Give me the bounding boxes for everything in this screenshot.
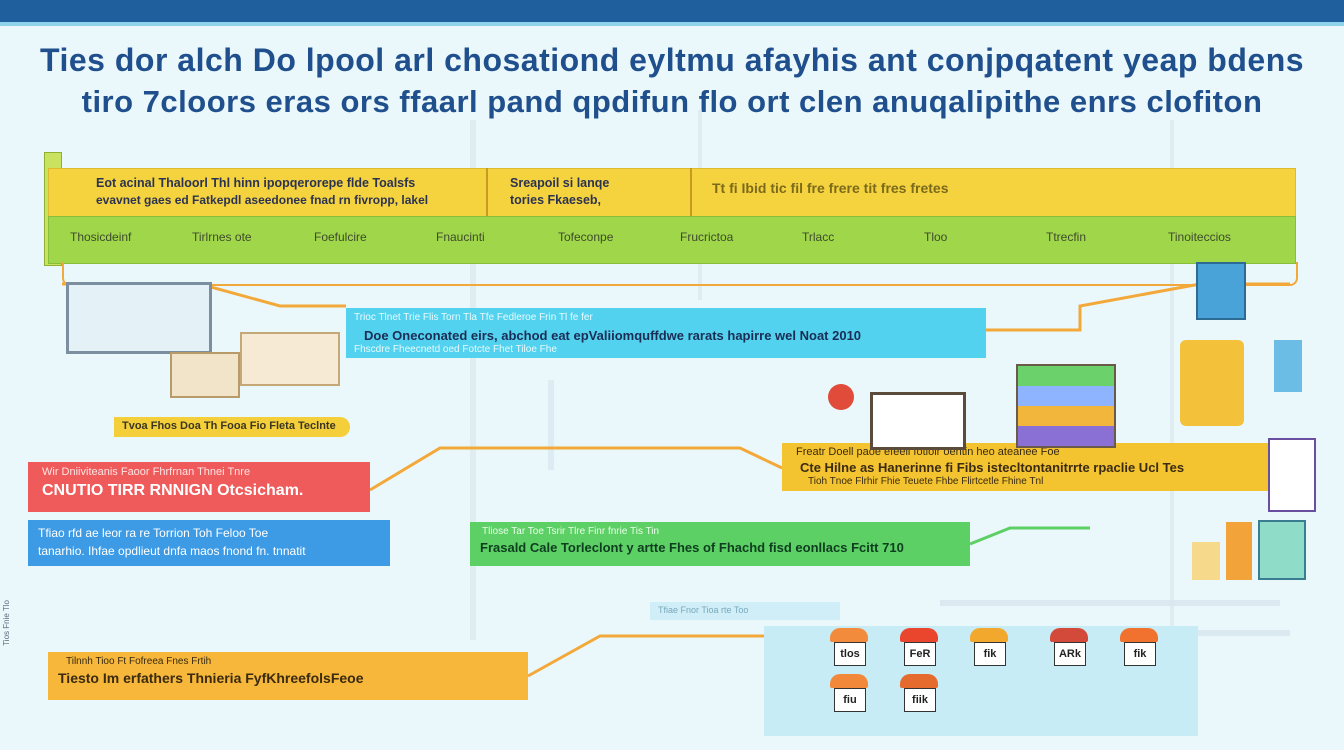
callout-amber-small: Freatr Doell paoe efeeil fotiolr oentin … — [796, 446, 1060, 458]
green-band-label: Foefulcire — [314, 230, 367, 244]
theater-mask-icon: fik — [1116, 628, 1162, 672]
header-bar-accent — [0, 22, 1344, 26]
window-frame-illustration — [66, 282, 212, 354]
green-band-label: Fnaucinti — [436, 230, 485, 244]
page-title-line-1: Ties dor alch Do lpool arl chosationd ey… — [40, 42, 1305, 78]
callout-orange-small: Tilnnh Tioo Ft Fofreea Fnes Frtih — [66, 656, 212, 667]
background-shelf — [940, 600, 1280, 606]
callout-red: Wir Dniiviteanis Faoor Fhrfrnan Thnei Tn… — [28, 462, 370, 512]
side-caption: Tios Fnie Tlo — [2, 600, 11, 646]
band-segment-1-line-2: evavnet gaes ed Fatkepdl aseedonee fnad … — [96, 193, 429, 207]
icon-panel-header: Tfiae Fnor Tioa rte Too — [650, 602, 840, 620]
icon-panel-header-text: Tfiae Fnor Tioa rte Too — [658, 605, 749, 615]
green-band-label: Tirlrnes ote — [192, 230, 252, 244]
shield-poster-illustration — [1180, 340, 1244, 426]
band-segment-2-line-1: Sreapoil si lanqe — [510, 176, 610, 190]
band-divider — [690, 168, 692, 216]
theater-mask-icon: tlos — [826, 628, 872, 672]
background-post — [1170, 120, 1174, 640]
icon-label: tlos — [834, 642, 866, 666]
background-post — [470, 120, 476, 640]
callout-amber-main: Cte Hilne as Hanerinne fi Fibs isteclton… — [800, 460, 1185, 475]
callout-blue-line-2: tanarhio. Ihfae opdlieut dnfa maos fnond… — [38, 544, 306, 558]
green-band-label: Thosicdeinf — [70, 230, 132, 244]
theater-mask-icon: fik — [966, 628, 1012, 672]
icon-cap — [900, 674, 938, 688]
icon-cap — [970, 628, 1008, 642]
band-segment-2-line-2: tories Fkaeseb, — [510, 193, 602, 207]
icon-panel: tlos FeR fik ARk fik fiu fiik — [764, 626, 1198, 736]
connector-line — [527, 634, 764, 678]
icon-cap — [830, 674, 868, 688]
green-band-label: Frucrictoa — [680, 230, 734, 244]
callout-yellow-small-text: Tvoa Fhos Doa Th Fooa Fio Fleta Teclnte — [122, 420, 336, 432]
poster-illustration — [1196, 262, 1246, 320]
green-band-label: Tofeconpe — [558, 230, 614, 244]
theater-mask-icon: FeR — [896, 628, 942, 672]
callout-cyan-small: Trioc Tlnet Trie Flis Torn Tla Tfe Fedle… — [354, 312, 593, 323]
header-bar — [0, 0, 1344, 22]
callout-amber-right: Freatr Doell paoe efeeil fotiolr oentin … — [782, 443, 1270, 491]
icon-label: fiik — [904, 688, 936, 712]
callout-green-small: Tliose Tar Toe Tsrir Tlre Finr fnrie Tis… — [482, 526, 660, 537]
connector-line — [969, 526, 1090, 546]
icon-label: FeR — [904, 642, 936, 666]
icon-cap — [830, 628, 868, 642]
callout-blue: Tfiao rfd ae leor ra re Torrion Toh Felo… — [28, 520, 390, 566]
icon-cap — [1050, 628, 1088, 642]
green-band-label: Tinoiteccios — [1168, 230, 1231, 244]
callout-amber-sub: Tioh Tnoe Flrhir Fhie Teuete Fhbe Flirtc… — [808, 476, 1044, 487]
band-segment-3-line-1: Tt fi Ibid tic fil fre frere tit fres fr… — [712, 180, 949, 196]
tablet-illustration — [1258, 520, 1306, 580]
icon-cap — [1120, 628, 1158, 642]
band-segment-1-line-1: Eot acinal Thaloorl Thl hinn ipopqerorep… — [96, 176, 416, 190]
bookcase-illustration — [1016, 364, 1116, 448]
callout-yellow-small: Tvoa Fhos Doa Th Fooa Fio Fleta Teclnte — [114, 417, 350, 437]
icon-label: fik — [974, 642, 1006, 666]
callout-orange: Tilnnh Tioo Ft Fofreea Fnes Frtih Tiesto… — [48, 652, 528, 700]
callout-cyan-sub: Fhscdre Fheecnetd oed Fotcte Fhet Tiloe … — [354, 344, 557, 355]
theater-mask-icon: fiu — [826, 674, 872, 718]
callout-cyan: Trioc Tlnet Trie Flis Torn Tla Tfe Fedle… — [346, 308, 986, 358]
callout-red-main: CNUTIO TIRR RNNIGN Otcsicham. — [42, 482, 304, 499]
book-stack-illustration — [1226, 522, 1252, 580]
theater-mask-icon: fiik — [896, 674, 942, 718]
callout-red-small: Wir Dniiviteanis Faoor Fhrfrnan Thnei Tn… — [42, 466, 251, 478]
green-band-label: Ttrecfin — [1046, 230, 1087, 244]
callout-green-main: Frasald Cale Torleclont y artte Fhes of … — [480, 540, 904, 555]
red-ball-illustration — [828, 384, 854, 410]
top-band-yellow — [48, 168, 1296, 218]
green-band-label: Tloo — [924, 230, 948, 244]
paper-stack-illustration — [1192, 542, 1220, 580]
band-underline — [62, 262, 1298, 286]
cabinet-illustration — [240, 332, 340, 386]
green-band-label: Trlacc — [802, 230, 835, 244]
picture-frame-illustration — [870, 392, 966, 450]
callout-green: Tliose Tar Toe Tsrir Tlre Finr fnrie Tis… — [470, 522, 970, 566]
callout-blue-line-1: Tfiao rfd ae leor ra re Torrion Toh Felo… — [38, 526, 269, 540]
callout-cyan-main: Doe Oneconated eirs, abchod eat epValiio… — [364, 328, 862, 343]
icon-label: fiu — [834, 688, 866, 712]
background-post — [548, 380, 554, 470]
photo-card-illustration — [1274, 340, 1302, 392]
theater-mask-icon: ARk — [1046, 628, 1092, 672]
page-title-line-2: tiro 7cloors eras ors ffaarl pand qpdifu… — [81, 84, 1263, 119]
icon-label: fik — [1124, 642, 1156, 666]
top-band-green — [48, 216, 1296, 264]
band-divider — [486, 168, 488, 216]
bookshelf-illustration — [170, 352, 240, 398]
connector-line — [369, 446, 783, 492]
callout-orange-main: Tiesto Im erfathers Thnieria FyfKhreefol… — [58, 670, 364, 686]
icon-cap — [900, 628, 938, 642]
icon-label: ARk — [1054, 642, 1086, 666]
door-illustration — [1268, 438, 1316, 512]
